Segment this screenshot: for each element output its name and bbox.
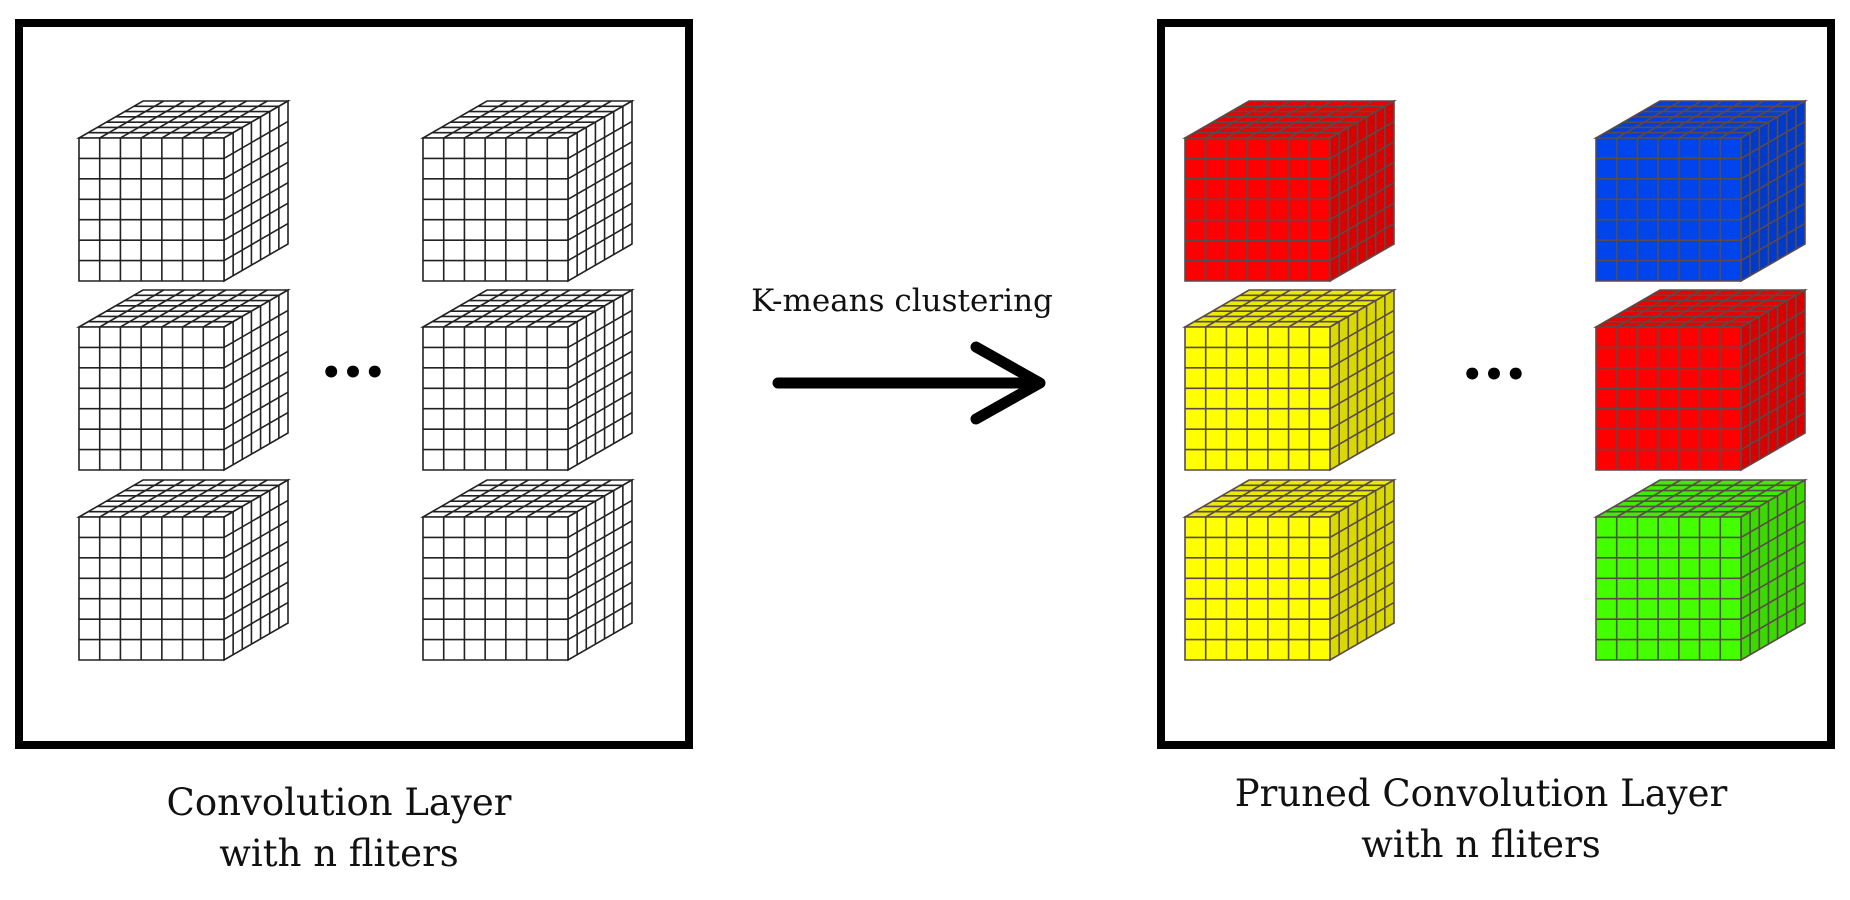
right-filter-cube <box>1182 478 1397 662</box>
right-filter-cube <box>1182 288 1397 472</box>
right-caption-line1: Pruned Convolution Layer <box>1235 772 1728 815</box>
left-filter-cube <box>420 99 635 283</box>
right-filter-stack <box>1182 99 1808 662</box>
left-filter-stack <box>76 99 635 662</box>
right-filter-cube <box>1593 288 1808 472</box>
right-caption-line2: with n fliters <box>1361 823 1601 866</box>
right-filter-cube <box>1182 99 1397 283</box>
left-caption-line2: with n fliters <box>219 832 459 875</box>
left-filter-cube <box>76 99 291 283</box>
right-ellipsis: ••• <box>1461 355 1526 395</box>
left-filter-cube <box>420 288 635 472</box>
clustering-arrow <box>772 341 1046 425</box>
left-caption-line1: Convolution Layer <box>167 781 512 824</box>
right-filter-cube <box>1593 478 1808 662</box>
right-filter-cube <box>1593 99 1808 283</box>
left-filter-cube <box>76 288 291 472</box>
arrow-label: K-means clustering <box>751 283 1053 319</box>
left-filter-cube <box>420 478 635 662</box>
left-ellipsis: ••• <box>320 353 385 393</box>
left-filter-cube <box>76 478 291 662</box>
